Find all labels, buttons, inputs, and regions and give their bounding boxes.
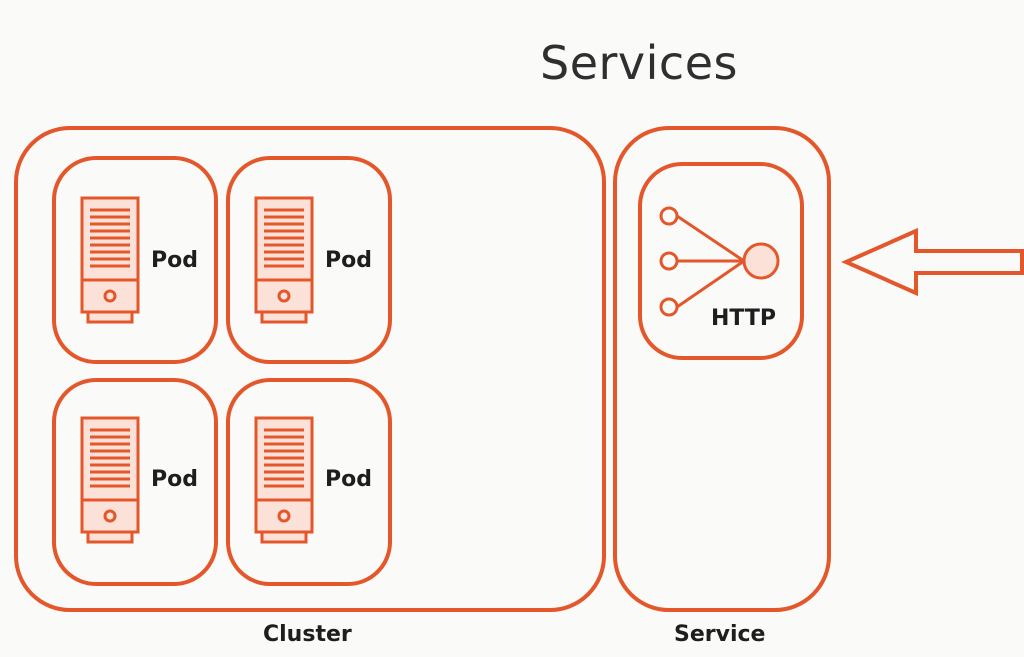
load-balancer-icon — [659, 206, 780, 317]
pod-label: Pod — [151, 248, 198, 273]
arrow-left-icon — [841, 227, 1024, 297]
server-icon — [254, 416, 314, 544]
server-icon — [80, 416, 140, 544]
pod-label: Pod — [325, 248, 372, 273]
cluster-box — [14, 126, 606, 612]
http-label: HTTP — [711, 306, 777, 331]
cluster-caption: Cluster — [263, 622, 352, 647]
pod-label: Pod — [325, 467, 372, 492]
pod-box — [226, 378, 392, 586]
pod-box — [52, 378, 218, 586]
server-icon — [80, 196, 140, 324]
http-endpoint-box — [638, 162, 804, 360]
service-box — [613, 126, 831, 612]
pod-box — [226, 156, 392, 364]
server-icon — [254, 196, 314, 324]
page-title: Services — [540, 36, 738, 90]
pod-label: Pod — [151, 467, 198, 492]
pod-box — [52, 156, 218, 364]
service-caption: Service — [674, 622, 766, 647]
